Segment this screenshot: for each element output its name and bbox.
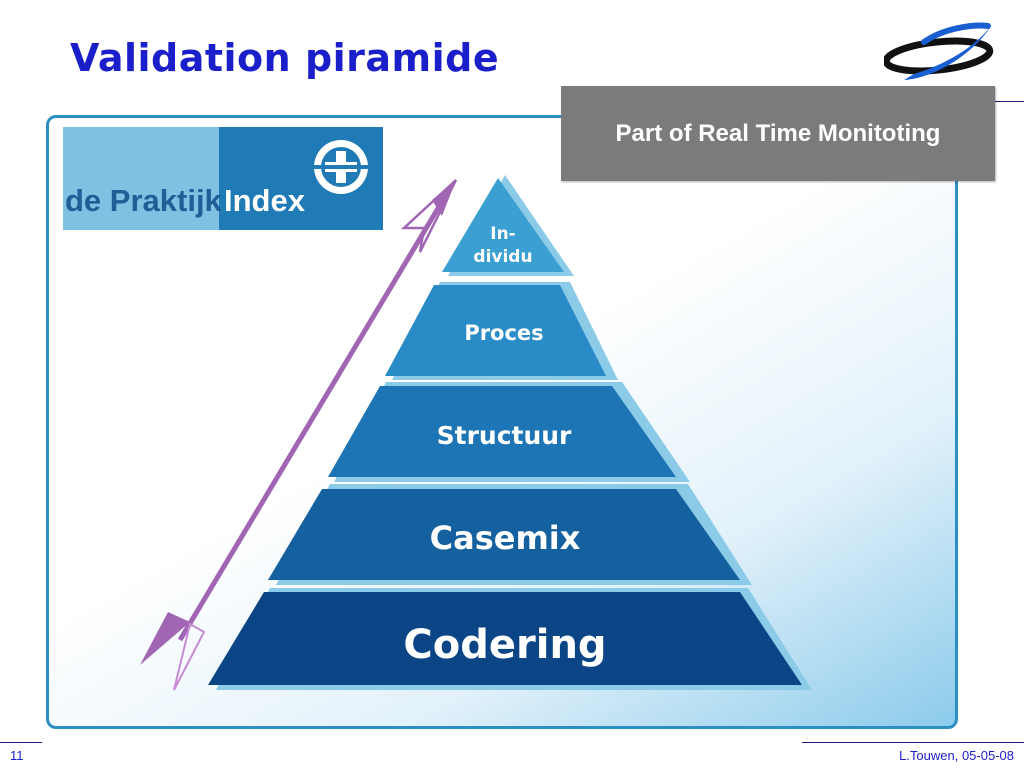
footer-author-date: L.Touwen, 05-05-08 [899, 748, 1014, 763]
header-rule [995, 101, 1024, 102]
callout-box: Part of Real Time Monitoting [561, 86, 995, 181]
pyramid-level-structuur: Structuur [328, 382, 690, 482]
footer-rule-left [0, 742, 42, 743]
level-label-individu-line1: In- [490, 224, 515, 244]
diagonal-arrow [140, 179, 458, 691]
level-label-codering: Codering [403, 622, 606, 668]
page-number: 11 [10, 748, 24, 763]
slide-title: Validation piramide [70, 36, 500, 80]
pyramid-level-codering: Codering [208, 588, 812, 690]
pyramid-level-proces: Proces [385, 282, 618, 380]
level-label-casemix: Casemix [430, 519, 581, 557]
pyramid-level-casemix: Casemix [268, 484, 752, 585]
logo-text-right: Index [224, 183, 306, 218]
level-label-individu-line2: dividu [473, 247, 532, 267]
logo-text-left: de Praktijk [65, 183, 223, 218]
pyramid-level-individu: In- dividu [442, 175, 574, 276]
swoosh-logo-icon [884, 22, 994, 80]
footer-rule-right [802, 742, 1024, 743]
cross-emblem-icon [313, 140, 369, 194]
level-label-structuur: Structuur [437, 421, 572, 450]
level-label-proces: Proces [464, 321, 543, 345]
praktijk-index-logo: de Praktijk Index [63, 127, 383, 230]
